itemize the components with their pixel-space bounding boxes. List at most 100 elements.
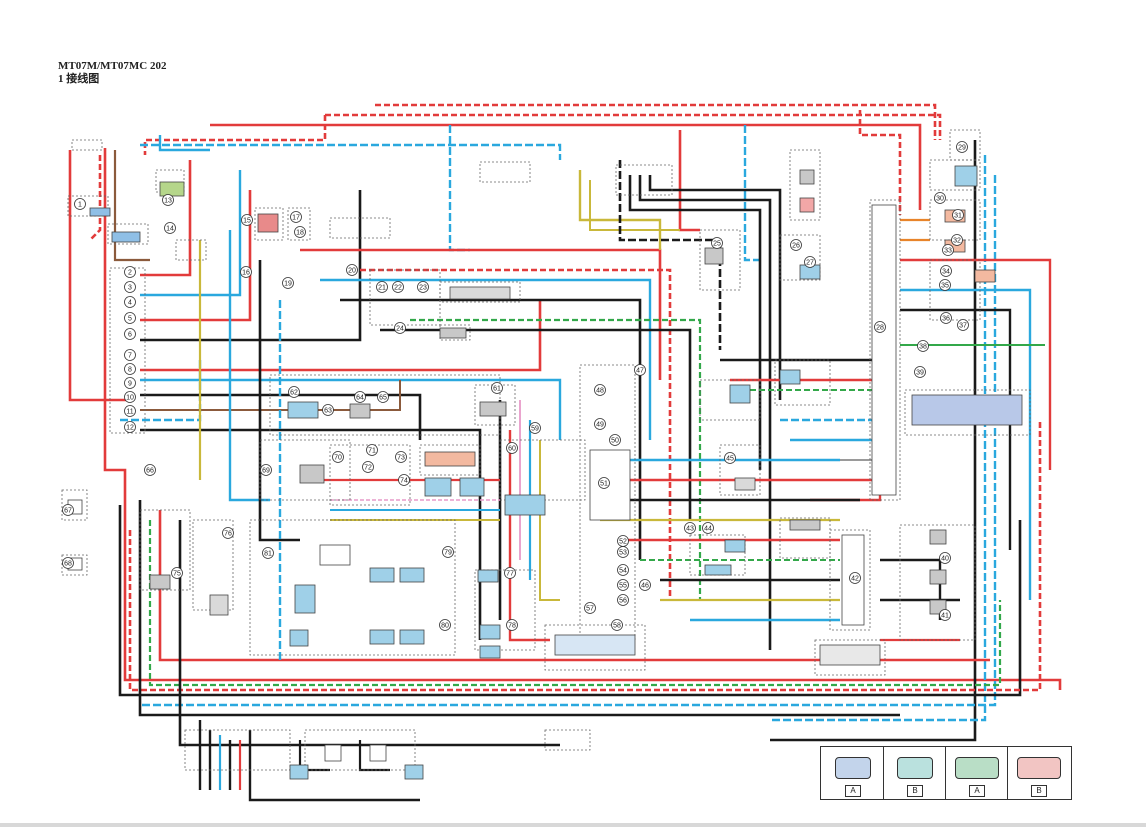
- callout-circle: [290, 211, 302, 223]
- component-box: [175, 239, 207, 261]
- component-box: [419, 444, 481, 476]
- callout-circle: [124, 328, 136, 340]
- callout-circle: [322, 404, 334, 416]
- callout-circle: [790, 239, 802, 251]
- component-box: [554, 634, 636, 656]
- callout-number: 10: [126, 395, 134, 402]
- callout-number: 17: [292, 215, 300, 222]
- component-box: [544, 624, 646, 671]
- callout-circle: [124, 312, 136, 324]
- callout-number: 81: [264, 551, 272, 558]
- callout-circle: [439, 619, 451, 631]
- component-box: [324, 744, 342, 762]
- component-box: [139, 509, 191, 591]
- wire: [140, 393, 422, 440]
- callout-circle: [394, 322, 406, 334]
- component-box: [479, 161, 531, 183]
- callout-number: 33: [944, 248, 952, 255]
- component-box: [477, 569, 499, 583]
- callout-number: 2: [128, 270, 132, 277]
- callout-circle: [639, 579, 651, 591]
- callout-number: 22: [394, 285, 402, 292]
- callout-number: 63: [324, 408, 332, 415]
- callout-circle: [362, 461, 374, 473]
- wire: [148, 520, 1002, 687]
- wire: [770, 140, 977, 742]
- callout-number: 74: [400, 478, 408, 485]
- component-box: [289, 764, 309, 780]
- callout-circle: [504, 567, 516, 579]
- component-box: [719, 444, 761, 496]
- callout-circle: [939, 552, 951, 564]
- callout-circle: [124, 349, 136, 361]
- callout-circle: [491, 382, 503, 394]
- callout-circle: [957, 319, 969, 331]
- callout-number: 69: [262, 468, 270, 475]
- component-box: [544, 729, 591, 751]
- callout-number: 68: [64, 561, 72, 568]
- component-box: [929, 529, 947, 545]
- component-box: [289, 629, 309, 647]
- component-box: [71, 139, 103, 151]
- callout-circle: [617, 579, 629, 591]
- diagram-subtitle: 1 接线图: [58, 73, 100, 85]
- component-box: [904, 389, 1031, 436]
- page-footer-rule: [0, 823, 1146, 827]
- component-box: [929, 199, 981, 241]
- component-box: [304, 729, 416, 771]
- callout-number: 70: [334, 455, 342, 462]
- legend-label: B: [907, 785, 923, 797]
- callout-circle: [934, 192, 946, 204]
- component-box: [61, 489, 88, 521]
- callout-number: 53: [619, 550, 627, 557]
- callout-circle: [346, 264, 358, 276]
- wire: [113, 150, 150, 262]
- callout-circle: [262, 547, 274, 559]
- callout-circle: [392, 281, 404, 293]
- component-box: [149, 574, 171, 590]
- wire: [589, 180, 680, 231]
- model-line: MT07M/MT07MC 202: [58, 60, 167, 72]
- callout-circle: [940, 312, 952, 324]
- wire: [210, 123, 922, 210]
- callout-number: 1: [78, 202, 82, 209]
- component-box: [67, 195, 109, 217]
- callout-number: 9: [128, 381, 132, 388]
- callout-number: 57: [586, 606, 594, 613]
- callout-number: 21: [378, 285, 386, 292]
- callout-circle: [124, 377, 136, 389]
- wire: [678, 130, 700, 232]
- callout-number: 80: [441, 623, 449, 630]
- callout-circle: [398, 474, 410, 486]
- wire: [648, 175, 782, 400]
- component-box: [61, 554, 88, 576]
- component-box: [424, 477, 452, 497]
- callout-circle: [940, 265, 952, 277]
- wire: [539, 440, 560, 601]
- component-box: [799, 197, 815, 213]
- component-box: [779, 369, 801, 385]
- callout-number: 78: [508, 623, 516, 630]
- callout-number: 8: [128, 367, 132, 374]
- wire: [380, 328, 692, 520]
- legend-cell: A: [945, 747, 1008, 799]
- callout-number: 48: [596, 388, 604, 395]
- callout-circle: [395, 451, 407, 463]
- component-box: [257, 213, 279, 233]
- callout-circle: [594, 384, 606, 396]
- callout-circle: [506, 619, 518, 631]
- callout-number: 50: [611, 438, 619, 445]
- component-box: [399, 629, 425, 645]
- callout-circle: [294, 226, 306, 238]
- legend-cell: A: [821, 747, 884, 799]
- callout-number: 47: [636, 368, 644, 375]
- callout-number: 26: [792, 243, 800, 250]
- component-box: [259, 439, 351, 501]
- callout-circle: [956, 141, 968, 153]
- wire: [770, 155, 987, 722]
- connector-legend: A B A B: [820, 746, 1072, 800]
- component-box: [789, 519, 821, 531]
- callout-circle: [611, 619, 623, 631]
- callout-circle: [124, 296, 136, 308]
- callout-circle: [584, 602, 596, 614]
